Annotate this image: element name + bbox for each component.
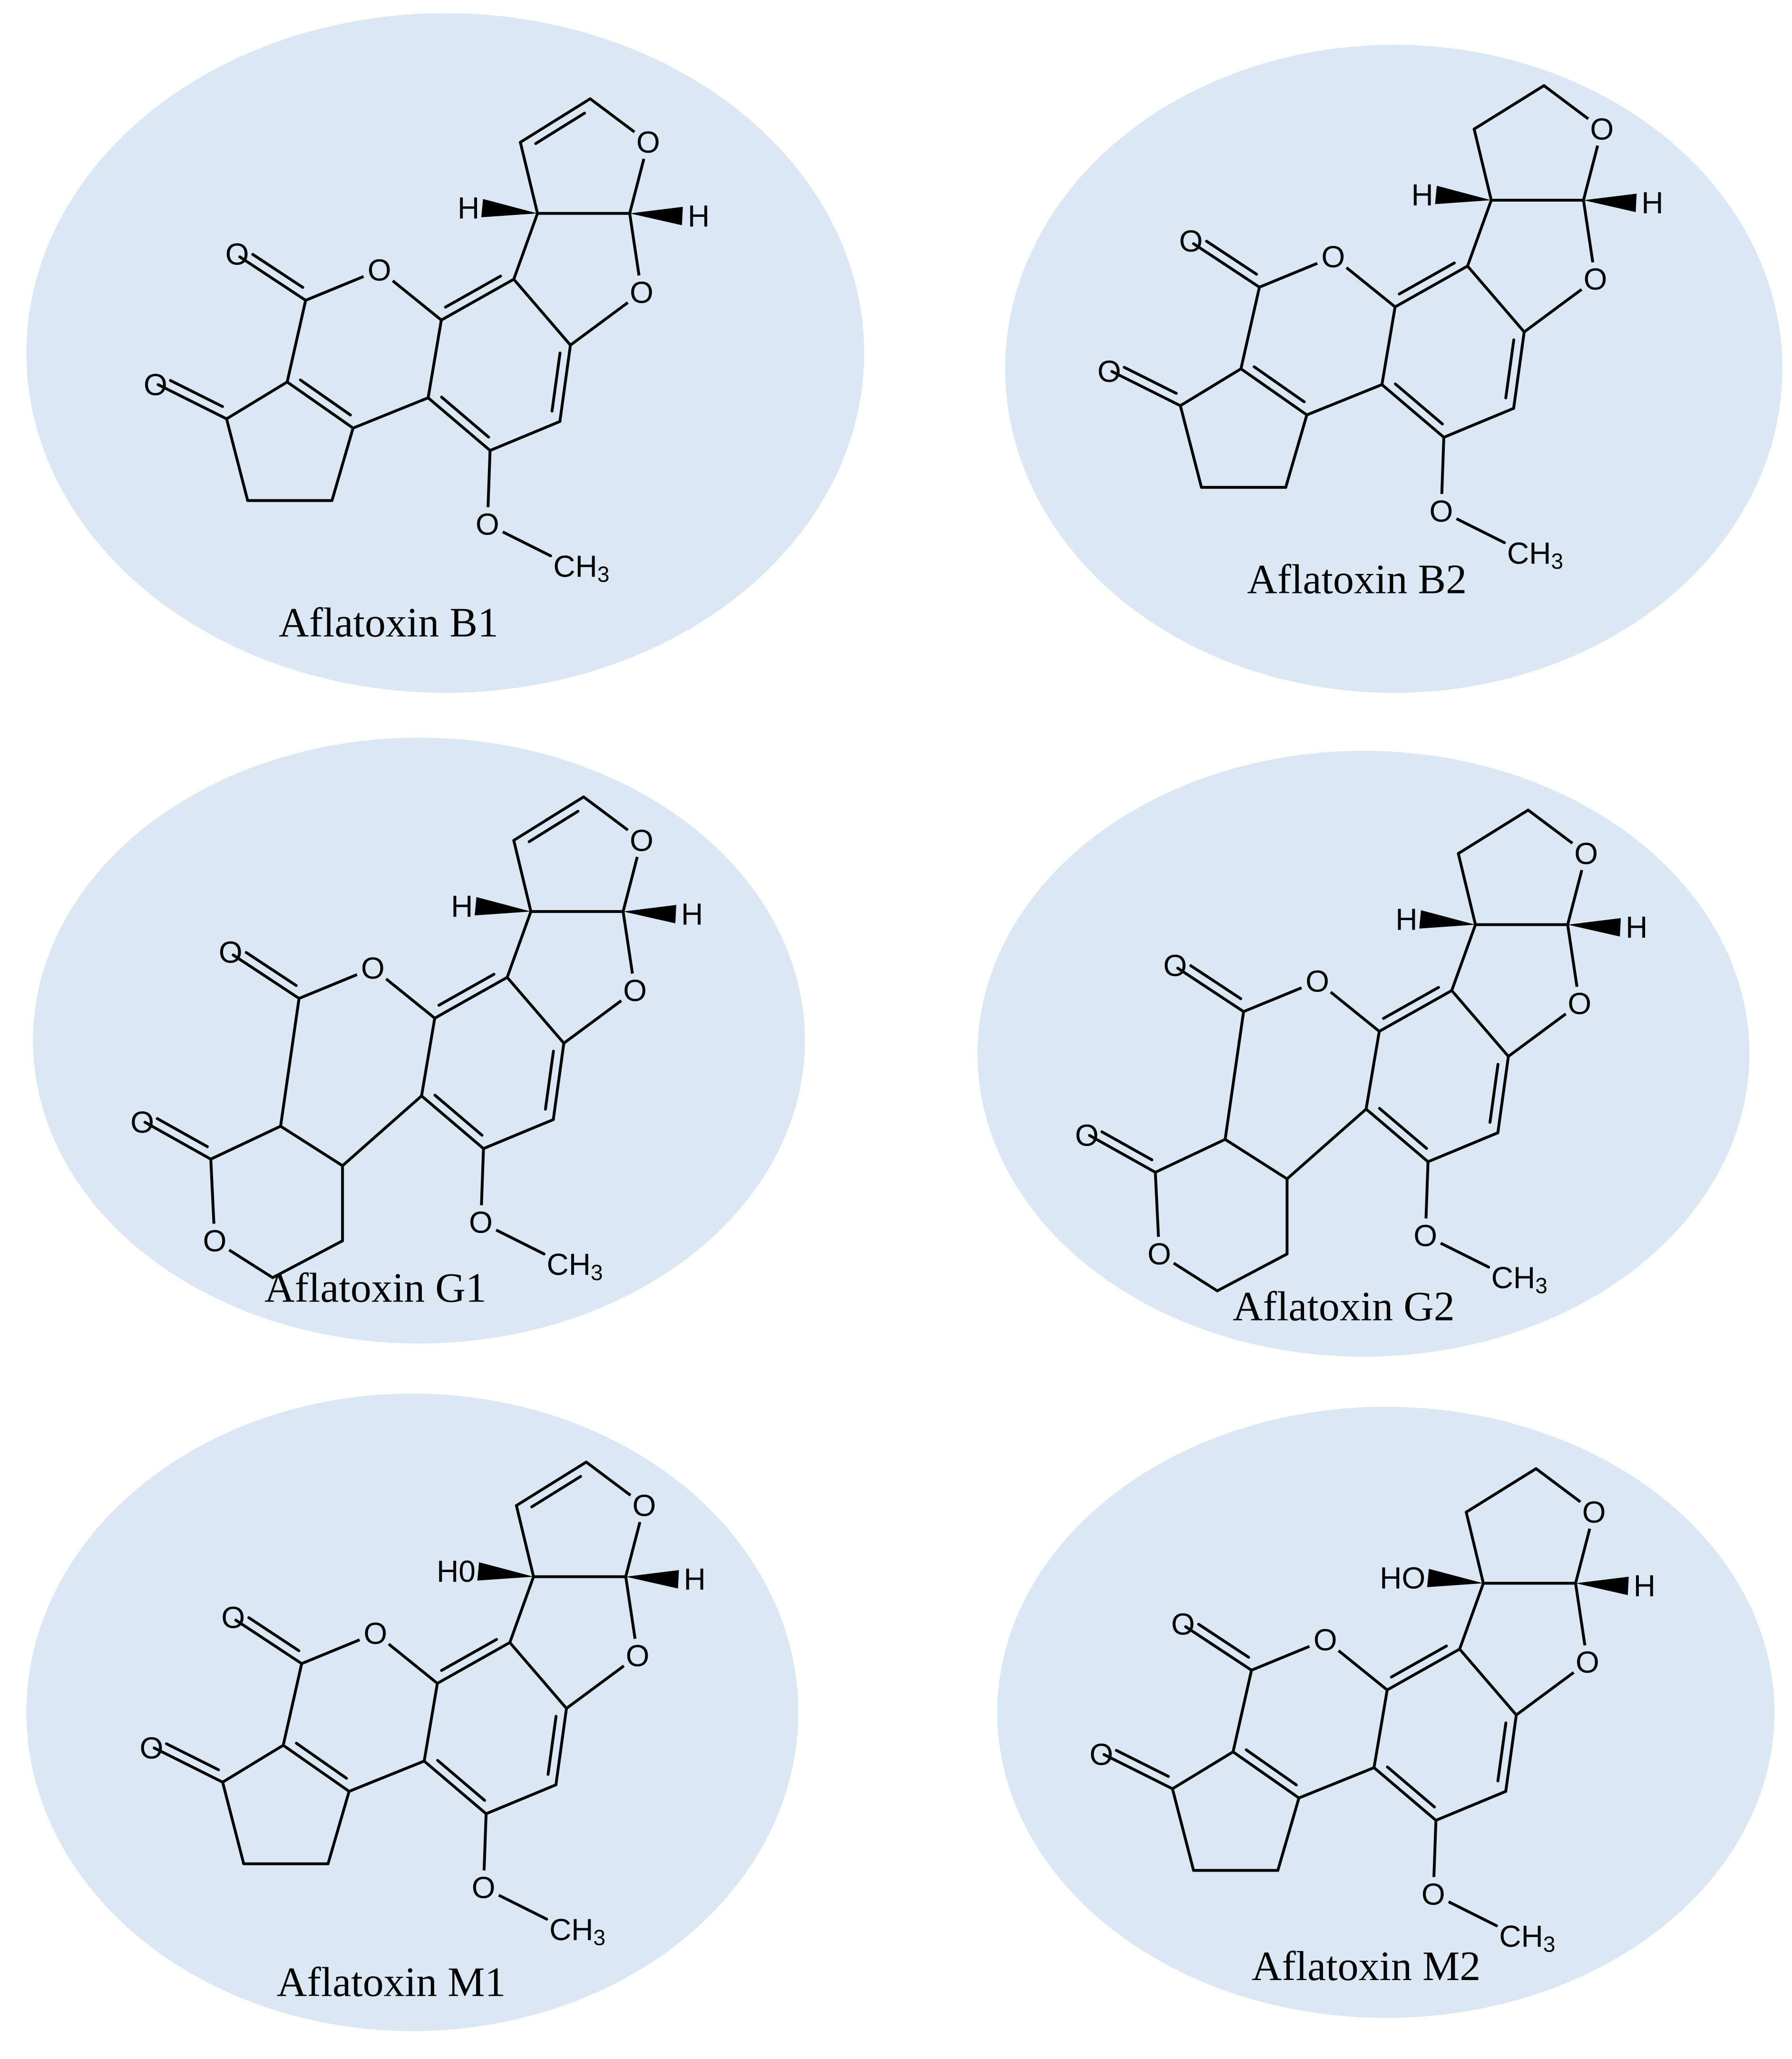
furan-oxygen-label: O	[1582, 1495, 1606, 1529]
panel-background	[977, 750, 1750, 1357]
ketone-oxygen-label: O	[1075, 1118, 1099, 1153]
compound-name: Aflatoxin G2	[1233, 1283, 1455, 1330]
methyl-label: CH3	[1499, 1919, 1555, 1957]
ketone-oxygen-label: O	[144, 368, 167, 402]
hydrogen-label: H	[1626, 910, 1647, 944]
compound-name: Aflatoxin G1	[264, 1265, 487, 1311]
methoxy-oxygen-label: O	[476, 507, 499, 541]
bridge-oxygen-label: O	[1584, 262, 1607, 296]
panel-background	[1005, 45, 1782, 693]
methyl-label: CH3	[547, 1247, 603, 1285]
methoxy-oxygen-label: O	[1422, 1877, 1445, 1911]
carbonyl-oxygen-label: O	[225, 237, 249, 272]
methyl-label: CH3	[553, 549, 609, 587]
compound-name: Aflatoxin B1	[279, 600, 498, 646]
bridge-oxygen-label: O	[623, 973, 647, 1008]
hydrogen-label: H	[684, 1562, 706, 1596]
furan-oxygen-label: O	[633, 1488, 656, 1523]
hydrogen-label: H	[688, 199, 710, 233]
hydrogen-label: H	[1395, 902, 1417, 936]
carbonyl-oxygen-label: O	[219, 935, 243, 970]
methoxy-oxygen-label: O	[469, 1205, 493, 1240]
hydroxyl-label: HO	[1380, 1561, 1425, 1595]
bridge-oxygen-label: O	[626, 1639, 650, 1673]
panel-background	[997, 1407, 1775, 2018]
hydrogen-label: H	[1412, 178, 1433, 212]
methyl-label: CH3	[1491, 1261, 1548, 1298]
bridge-oxygen-label: O	[1568, 987, 1591, 1021]
furan-oxygen-label: O	[1590, 112, 1614, 146]
carbonyl-oxygen-label: O	[1179, 224, 1203, 258]
panel-background	[26, 1393, 799, 2031]
lactone-oxygen-label: O	[1321, 240, 1345, 274]
bridge-oxygen-label: O	[1576, 1645, 1599, 1680]
bridge-oxygen-label: O	[630, 275, 653, 310]
lactone-oxygen-label: O	[364, 1616, 388, 1651]
lactone-oxygen-label: O	[361, 951, 385, 985]
furan-oxygen-label: O	[636, 125, 660, 159]
furan-oxygen-label: O	[1574, 836, 1598, 871]
carbonyl-oxygen-label: O	[1171, 1607, 1195, 1641]
hydrogen-label: H	[1641, 186, 1663, 220]
ketone-oxygen-label: O	[1097, 354, 1121, 388]
carbonyl-oxygen-label: O	[1163, 948, 1187, 982]
hydroxyl-label: H0	[437, 1554, 476, 1589]
ketone-oxygen-label: O	[1090, 1738, 1113, 1772]
ring-oxygen-label: O	[1148, 1237, 1171, 1271]
hydrogen-label: H	[1634, 1569, 1656, 1603]
compound-panel-g1: O O O O O O O H H CH3 Aflatoxin G1	[33, 738, 805, 1344]
methoxy-oxygen-label: O	[1429, 494, 1453, 528]
hydrogen-label: H	[681, 897, 703, 931]
ring-oxygen-label: O	[203, 1224, 227, 1258]
methyl-label: CH3	[1507, 536, 1563, 573]
hydrogen-label: H	[458, 191, 479, 225]
compound-name: Aflatoxin B2	[1247, 556, 1467, 602]
compound-name: Aflatoxin M2	[1252, 1943, 1481, 1990]
panel-background	[33, 738, 805, 1344]
compound-name: Aflatoxin M1	[277, 1959, 506, 2005]
panel-background	[26, 13, 865, 693]
methyl-label: CH3	[549, 1913, 605, 1950]
lactone-oxygen-label: O	[1314, 1623, 1337, 1657]
furan-oxygen-label: O	[630, 823, 653, 857]
methoxy-oxygen-label: O	[1413, 1218, 1437, 1253]
ketone-oxygen-label: O	[130, 1105, 154, 1139]
methoxy-oxygen-label: O	[472, 1870, 496, 1904]
hydrogen-label: H	[451, 889, 473, 923]
lactone-oxygen-label: O	[1305, 964, 1329, 999]
ketone-oxygen-label: O	[140, 1731, 164, 1765]
lactone-oxygen-label: O	[368, 253, 391, 287]
carbonyl-oxygen-label: O	[221, 1601, 245, 1635]
